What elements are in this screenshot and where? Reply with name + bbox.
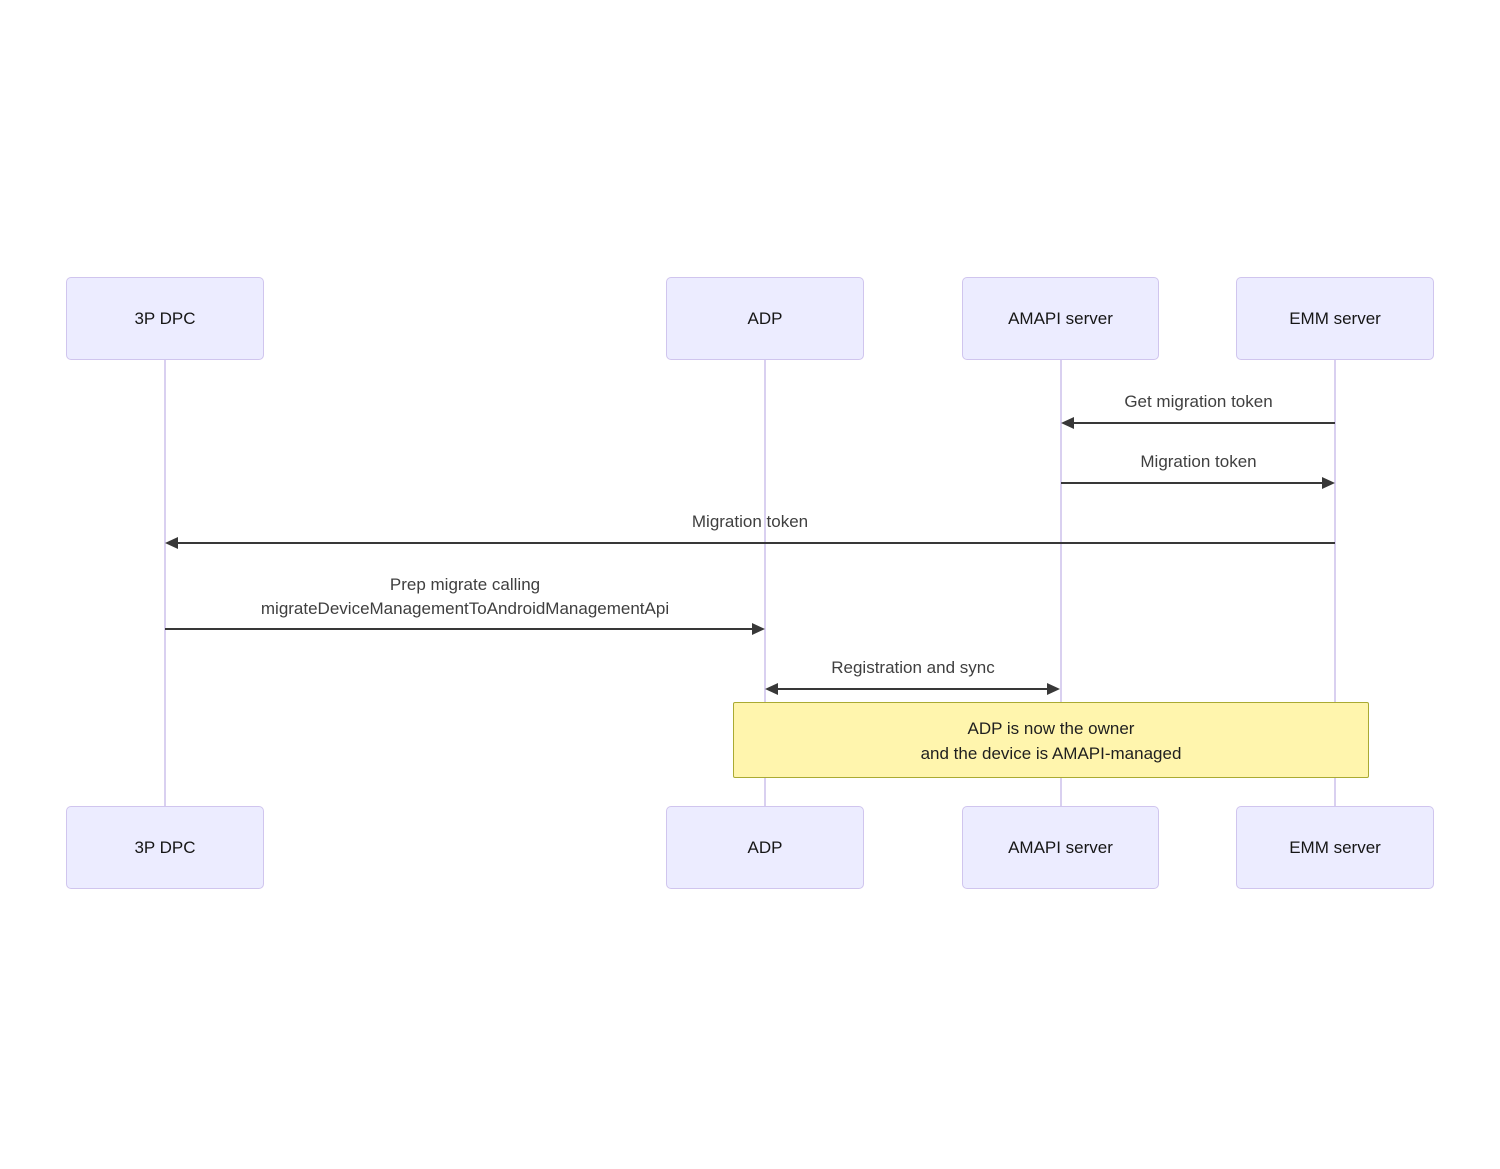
actor-amapi-server-label: AMAPI server (1008, 837, 1113, 857)
note: ADP is now the owner and the device is A… (733, 702, 1369, 778)
actor-3p-dpc-label: 3P DPC (134, 308, 196, 328)
message-migration-token-to-dpc-line (176, 542, 1335, 544)
actor-emm-server-top: EMM server (1236, 277, 1434, 360)
message-registration-sync-line (776, 688, 1049, 690)
arrow-left-icon (765, 683, 778, 695)
lifeline-emm-server (1334, 360, 1336, 806)
message-migration-token-to-dpc-label: Migration token (691, 512, 809, 531)
actor-adp-top: ADP (666, 277, 864, 360)
arrow-right-icon (752, 623, 765, 635)
lifeline-3p-dpc (164, 360, 166, 806)
arrow-left-icon (1061, 417, 1074, 429)
arrow-left-icon (165, 537, 178, 549)
message-registration-sync-label: Registration and sync (831, 658, 995, 677)
actor-3p-dpc-label: 3P DPC (134, 837, 196, 857)
message-get-migration-token-line (1072, 422, 1335, 424)
actor-adp-bottom: ADP (666, 806, 864, 889)
actor-amapi-server-bottom: AMAPI server (962, 806, 1159, 889)
actor-amapi-server-top: AMAPI server (962, 277, 1159, 360)
lifeline-adp (764, 360, 766, 806)
actor-3p-dpc-top: 3P DPC (66, 277, 264, 360)
actor-emm-server-bottom: EMM server (1236, 806, 1434, 889)
message-migration-token-to-emm-label: Migration token (1140, 452, 1257, 471)
actor-3p-dpc-bottom: 3P DPC (66, 806, 264, 889)
arrow-right-icon (1322, 477, 1335, 489)
note-text: ADP is now the owner and the device is A… (920, 719, 1182, 763)
arrow-right-icon (1047, 683, 1060, 695)
actor-emm-server-label: EMM server (1289, 837, 1381, 857)
actor-emm-server-label: EMM server (1289, 308, 1381, 328)
lifeline-amapi-server (1060, 360, 1062, 806)
message-get-migration-token-label: Get migration token (1124, 392, 1273, 411)
actor-adp-label: ADP (747, 837, 783, 857)
actor-amapi-server-label: AMAPI server (1008, 308, 1113, 328)
actor-adp-label: ADP (747, 308, 783, 328)
message-prep-migrate-line (165, 628, 754, 630)
message-prep-migrate-label: Prep migrate calling migrateDeviceManage… (260, 575, 670, 618)
message-migration-token-to-emm-line (1061, 482, 1324, 484)
